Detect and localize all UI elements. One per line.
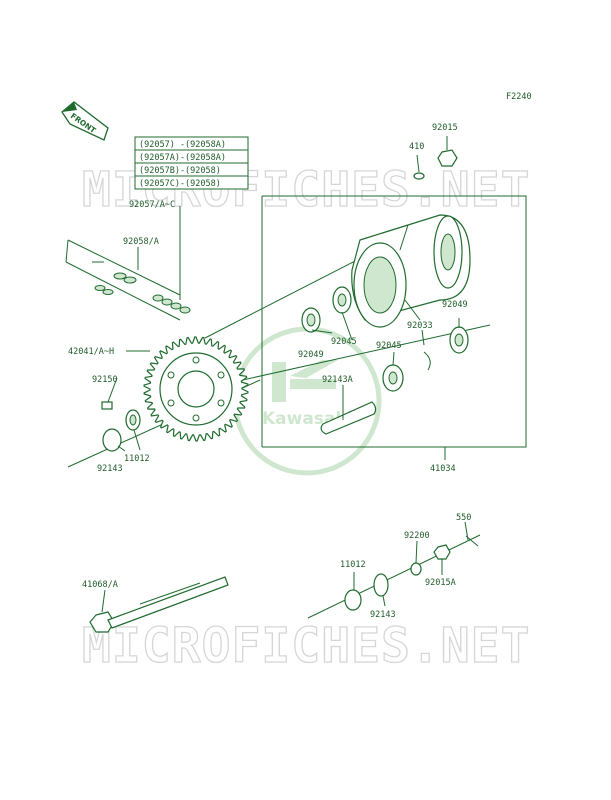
- hub-assembly-frame: [67, 195, 527, 468]
- part-label: 92150: [92, 375, 118, 385]
- sprocket-side-parts: [101, 401, 141, 452]
- leader-lines: [101, 136, 469, 613]
- part-label: 42041/A~H: [68, 347, 114, 357]
- part-label: 92049: [442, 300, 468, 310]
- part-label: 92057/A~C: [129, 200, 175, 210]
- figure-code: F2240: [506, 92, 532, 102]
- rear-hub: [351, 214, 471, 328]
- part-label: 41068/A: [82, 580, 118, 590]
- part-label: 92143: [370, 610, 396, 620]
- part-label: 92143A: [322, 375, 353, 385]
- part-label: 92015: [432, 123, 458, 133]
- part-label: 92058/A: [123, 237, 159, 247]
- part-label: 11012: [124, 454, 150, 464]
- part-label: 92045: [376, 341, 402, 351]
- chain-legend-table: (92057) -(92058A) (92057A)-(92058A) (920…: [134, 136, 249, 190]
- legend-row: (92057A)-(92058A): [139, 153, 226, 163]
- drive-chain: [65, 239, 191, 321]
- part-label: 92200: [404, 531, 430, 541]
- rear-sprocket: [143, 336, 249, 442]
- part-label: 92015A: [425, 578, 456, 588]
- legend-row: (92057C)-(92058): [139, 179, 221, 189]
- part-label: 41034: [430, 464, 456, 474]
- watermark-bottom: MICROFICHES.NET: [82, 618, 530, 674]
- part-label: 92049: [298, 350, 324, 360]
- part-label: 550: [456, 513, 471, 523]
- part-label: 92045: [331, 337, 357, 347]
- part-label: 92033: [407, 321, 433, 331]
- legend-row: (92057) -(92058A): [139, 140, 226, 150]
- front-arrow: FRONT: [61, 101, 109, 141]
- legend-row: (92057B)-(92058): [139, 166, 221, 176]
- part-label: 11012: [340, 560, 366, 570]
- part-labels: 92015 410 92057/A~C 92058/A 92049 92033 …: [68, 123, 471, 620]
- part-label: 92143: [97, 464, 123, 474]
- part-label: 410: [409, 142, 424, 152]
- collar-parts: [307, 534, 481, 619]
- rear-axle: [89, 576, 229, 633]
